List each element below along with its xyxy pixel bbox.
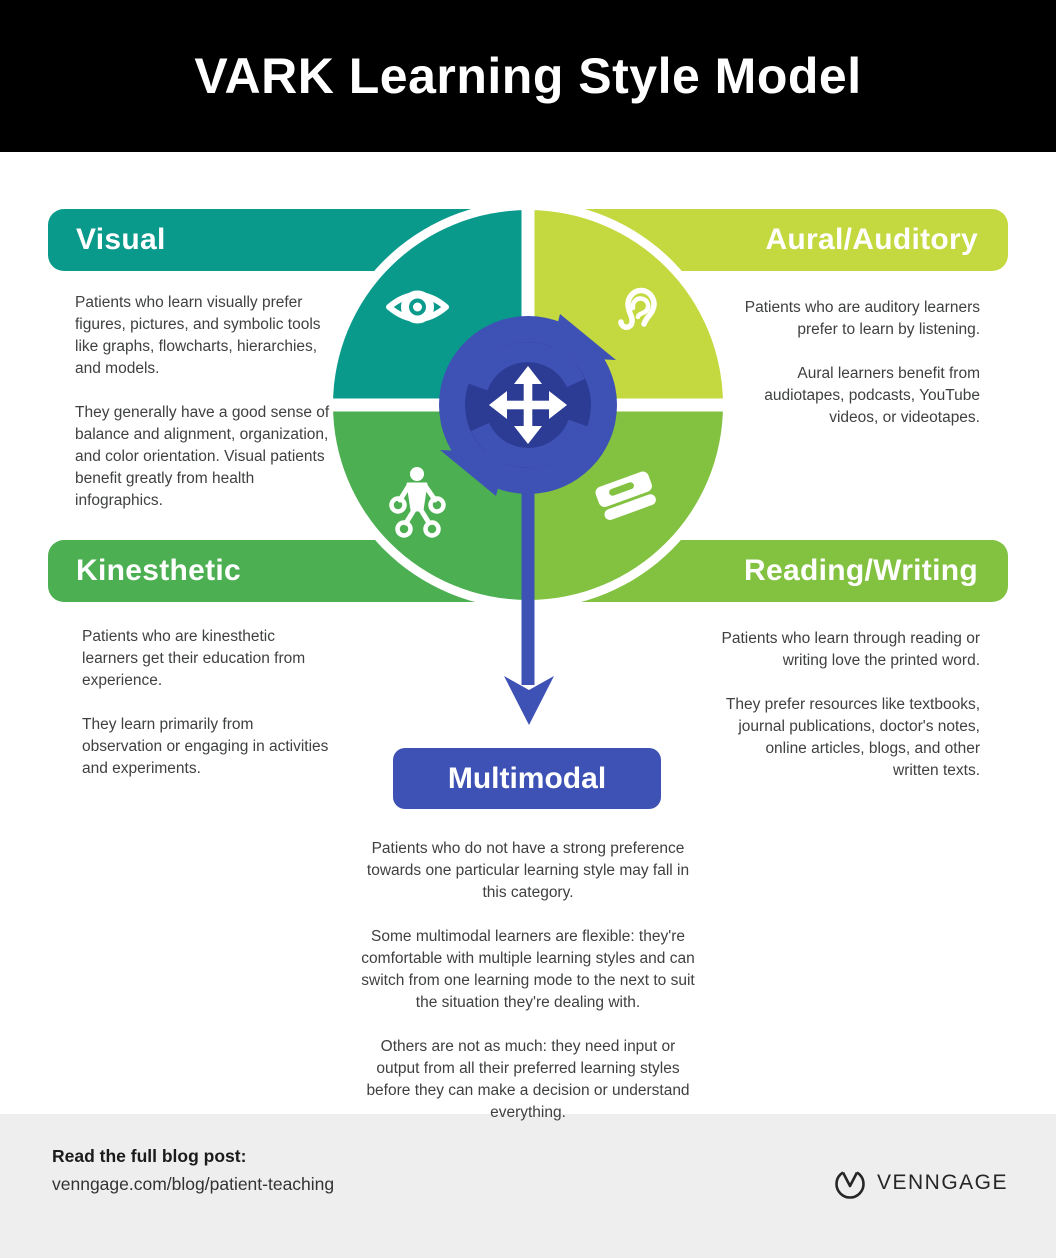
aural-paragraph-1: Patients who are auditory learners prefe…	[744, 299, 980, 338]
venngage-logo-icon	[835, 1168, 865, 1199]
eye-icon	[386, 290, 449, 324]
footer-cta-heading: Read the full blog post:	[52, 1146, 247, 1166]
brand-lockup: VENNGAGE	[833, 1166, 1008, 1200]
page-title: VARK Learning Style Model	[194, 48, 862, 104]
banner-reading: Reading/Writing	[548, 540, 1008, 602]
visual-description: Patients who learn visually prefer figur…	[75, 292, 330, 512]
brand-name: VENNGAGE	[876, 1171, 1008, 1194]
footer: Read the full blog post: venngage.com/bl…	[0, 1114, 1056, 1258]
reading-description: Patients who learn through reading or wr…	[716, 628, 981, 782]
footer-cta-url: venngage.com/blog/patient-teaching	[52, 1174, 335, 1194]
down-arrow	[504, 470, 554, 725]
reading-paragraph-1: Patients who learn through reading or wr…	[721, 630, 981, 669]
reading-paragraph-2: They prefer resources like textbooks, jo…	[725, 696, 980, 779]
banner-kinesthetic-label: Kinesthetic	[76, 554, 242, 587]
multimodal-paragraph-3: Others are not as much: they need input …	[366, 1038, 690, 1121]
banner-multimodal: Multimodal	[393, 748, 661, 809]
sync-move-arrows-icon	[439, 314, 617, 496]
banner-reading-label: Reading/Writing	[744, 554, 978, 587]
banner-aural: Aural/Auditory	[548, 209, 1008, 271]
ear-icon	[618, 287, 657, 330]
aural-paragraph-2: Aural learners benefit from audiotapes, …	[764, 365, 980, 426]
move-arrows-icon	[489, 366, 567, 444]
footer-cta: Read the full blog post: venngage.com/bl…	[52, 1142, 334, 1198]
header-banner: VARK Learning Style Model	[0, 0, 1056, 152]
multimodal-description: Patients who do not have a strong prefer…	[358, 838, 698, 1124]
banner-visual: Visual	[48, 209, 508, 271]
visual-paragraph-1: Patients who learn visually prefer figur…	[75, 294, 321, 377]
multimodal-paragraph-2: Some multimodal learners are flexible: t…	[361, 928, 695, 1011]
visual-paragraph-2: They generally have a good sense of bala…	[75, 404, 330, 509]
banner-multimodal-label: Multimodal	[447, 761, 607, 795]
kinesthetic-paragraph-1: Patients who are kinesthetic learners ge…	[82, 628, 306, 689]
multimodal-paragraph-1: Patients who do not have a strong prefer…	[366, 840, 690, 901]
book-icon	[595, 471, 656, 520]
aural-description: Patients who are auditory learners prefe…	[728, 297, 980, 429]
kinesthetic-description: Patients who are kinesthetic learners ge…	[82, 626, 332, 780]
banner-kinesthetic: Kinesthetic	[48, 540, 508, 602]
banner-visual-label: Visual	[76, 223, 166, 256]
kinesthetic-paragraph-2: They learn primarily from observation or…	[82, 716, 329, 777]
kinesthetic-person-icon	[389, 467, 446, 538]
banner-aural-label: Aural/Auditory	[765, 223, 978, 256]
